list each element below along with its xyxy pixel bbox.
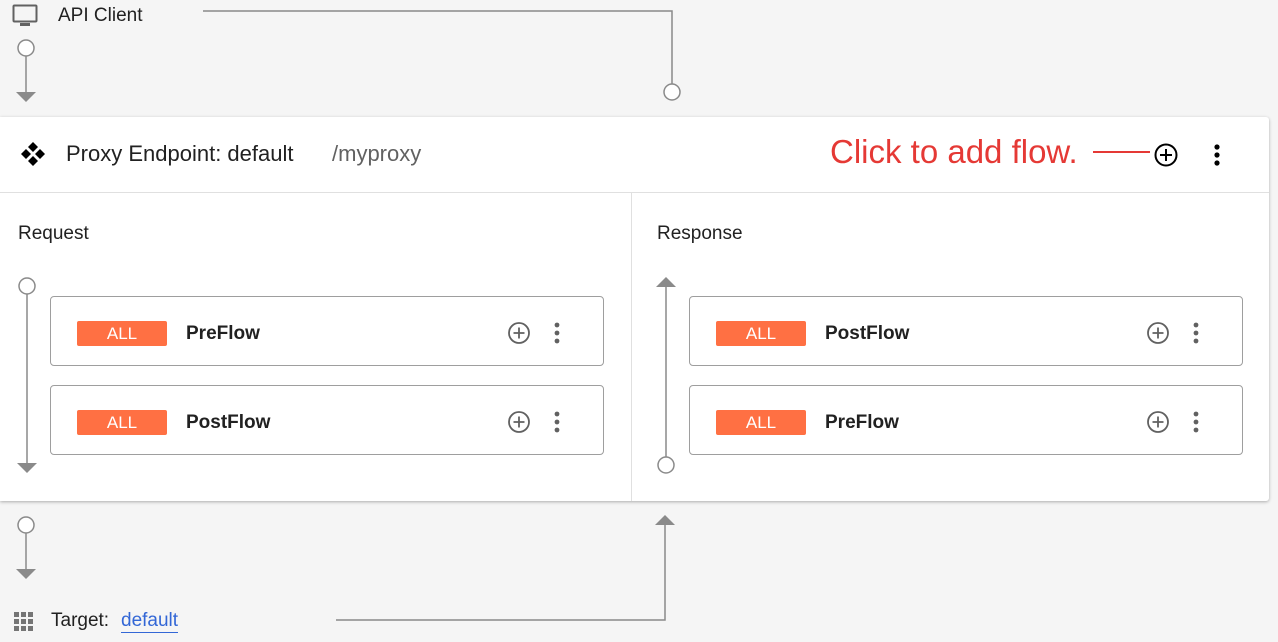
flow-connectors bbox=[17, 277, 676, 474]
flow-options-button[interactable] bbox=[1188, 321, 1204, 345]
flow-name: PreFlow bbox=[825, 412, 899, 433]
add-flow-annotation: Click to add flow. bbox=[830, 133, 1078, 170]
flow-badge: ALL bbox=[716, 321, 806, 346]
proxy-endpoint-header: Proxy Endpoint: default /myproxy Click t… bbox=[0, 117, 1269, 193]
target-link[interactable]: default bbox=[121, 610, 179, 633]
flow-name: PostFlow bbox=[825, 323, 910, 344]
flow-options-button[interactable] bbox=[549, 321, 565, 345]
flow-name: PreFlow bbox=[186, 323, 260, 344]
flow-badge: ALL bbox=[77, 321, 167, 346]
grid-icon bbox=[14, 612, 33, 631]
endpoint-title: Proxy Endpoint: default bbox=[66, 141, 294, 166]
proxy-endpoint-card: Proxy Endpoint: default /myproxy Click t… bbox=[0, 117, 1269, 501]
flow-item[interactable]: ALL PreFlow bbox=[689, 385, 1243, 455]
flow-item[interactable]: ALL PostFlow bbox=[50, 385, 604, 455]
flow-options-button[interactable] bbox=[1188, 410, 1204, 434]
add-step-button[interactable] bbox=[507, 321, 531, 345]
target-label: Target: bbox=[51, 610, 110, 631]
add-step-button[interactable] bbox=[1146, 410, 1170, 434]
annotation-line bbox=[1093, 151, 1150, 153]
flow-item[interactable]: ALL PostFlow bbox=[689, 296, 1243, 366]
proxy-endpoint-icon bbox=[21, 142, 45, 166]
request-title: Request bbox=[18, 223, 89, 244]
response-title: Response bbox=[657, 223, 743, 244]
flow-badge: ALL bbox=[716, 410, 806, 435]
more-options-button[interactable] bbox=[1209, 142, 1225, 168]
flow-options-button[interactable] bbox=[549, 410, 565, 434]
section-divider bbox=[631, 193, 632, 501]
add-step-button[interactable] bbox=[507, 410, 531, 434]
flow-name: PostFlow bbox=[186, 412, 271, 433]
api-client-label: API Client bbox=[58, 5, 143, 26]
add-flow-button[interactable] bbox=[1153, 142, 1179, 168]
flow-badge: ALL bbox=[77, 410, 167, 435]
endpoint-path: /myproxy bbox=[332, 141, 422, 166]
add-step-button[interactable] bbox=[1146, 321, 1170, 345]
flow-item[interactable]: ALL PreFlow bbox=[50, 296, 604, 366]
monitor-icon bbox=[12, 4, 38, 26]
